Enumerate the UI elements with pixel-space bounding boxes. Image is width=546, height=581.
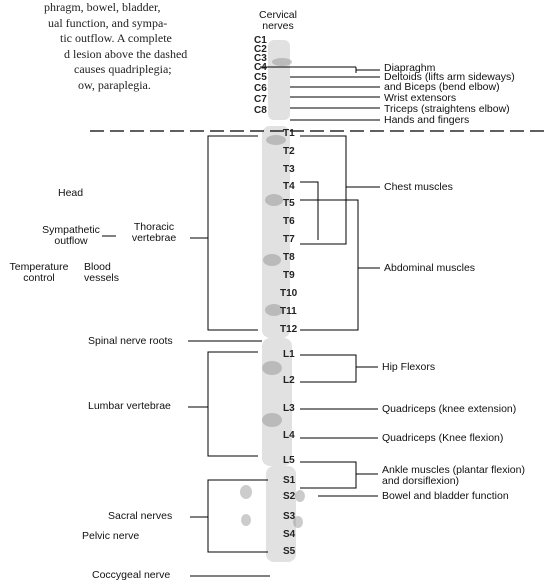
segment-label: S1 xyxy=(283,475,296,486)
temperature-line1: Temperature xyxy=(9,261,69,273)
segment-label: T8 xyxy=(283,252,295,263)
segment-label: L2 xyxy=(283,375,295,386)
segment-label: C8 xyxy=(254,105,267,116)
segment-label: T10 xyxy=(280,288,298,299)
hip-flexors-label: Hip Flexors xyxy=(382,361,436,373)
sacral-nerves-label: Sacral nerves xyxy=(108,510,173,522)
chest-muscles-label: Chest muscles xyxy=(384,181,453,193)
thoracic-vertebrae-label: Thoracic vertebrae xyxy=(118,222,190,244)
cervical-header-line1: Cervical xyxy=(259,9,297,21)
segment-label: T7 xyxy=(283,234,295,245)
head-label: Head xyxy=(58,187,84,199)
quadriceps-flexion-label: Quadriceps (Knee flexion) xyxy=(382,432,504,444)
pelvic-nerve-label: Pelvic nerve xyxy=(82,530,140,542)
segment-label: T11 xyxy=(280,306,297,317)
quadriceps-extension-label: Quadriceps (knee extension) xyxy=(382,403,517,415)
caption-line: ual function, and sympa- xyxy=(48,15,168,30)
sacral-bracket xyxy=(207,479,268,553)
caption-line: d lesion above the dashed xyxy=(64,46,188,61)
segment-label: T6 xyxy=(283,216,295,227)
ankle-line1: Ankle muscles (plantar flexion) xyxy=(382,464,525,476)
lumbar-vertebrae-label: Lumbar vertebrae xyxy=(88,400,171,412)
segment-label: L1 xyxy=(283,349,295,360)
segment-label: C6 xyxy=(254,83,267,94)
segment-label: L4 xyxy=(283,430,295,441)
segment-label: C1 xyxy=(254,35,267,46)
caption-line: ow, paraplegia. xyxy=(78,77,151,92)
wrist-extensors-label: Wrist extensors xyxy=(384,92,457,104)
segment-label: C5 xyxy=(254,72,267,83)
segment-label: T1 xyxy=(283,128,295,139)
biceps-label: and Biceps (bend elbow) xyxy=(384,81,500,93)
segment-label: T4 xyxy=(283,181,295,192)
cervical-header-line2: nerves xyxy=(262,20,294,32)
chest-bracket xyxy=(300,135,347,245)
ankle-line2: and dorsiflexion) xyxy=(382,475,460,487)
blood-vessels-label: Blood vessels xyxy=(84,262,119,284)
temperature-line2: control xyxy=(23,272,55,284)
caption-text: phragm, bowel, bladder, ual function, an… xyxy=(0,0,188,93)
segment-label: S2 xyxy=(283,491,296,502)
segment-label: C4 xyxy=(254,62,267,73)
thoracic-line2: vertebrae xyxy=(131,232,177,244)
blood-line2: vessels xyxy=(84,272,120,284)
segment-label: T5 xyxy=(283,198,295,209)
hip-bracket xyxy=(300,354,357,383)
segment-label: S5 xyxy=(283,546,296,557)
segment-label: S3 xyxy=(283,511,296,522)
thoracic-line1: Thoracic xyxy=(133,221,175,233)
cervical-header: Cervical nerves xyxy=(252,10,304,32)
segment-label: C7 xyxy=(254,94,267,105)
spinal-nerve-roots-label: Spinal nerve roots xyxy=(88,335,173,347)
diaphragm-label: Diapraghm xyxy=(384,62,436,74)
segment-label: T9 xyxy=(283,270,295,281)
triceps-label: Triceps (straightens elbow) xyxy=(384,103,510,115)
sympathetic-outflow-label: Sympathetic outflow xyxy=(40,225,102,247)
thoracic-bracket xyxy=(207,135,258,331)
caption-line: causes quadriplegia; xyxy=(74,62,172,76)
abdominal-muscles-label: Abdominal muscles xyxy=(384,262,476,274)
caption-line: tic outflow. A complete xyxy=(60,31,172,45)
bowel-bladder-label: Bowel and bladder function xyxy=(382,490,509,502)
segment-label: C3 xyxy=(254,53,267,64)
temperature-control-label: Temperature control xyxy=(4,262,74,284)
segment-label: C2 xyxy=(254,44,267,55)
segment-label: S4 xyxy=(283,529,296,540)
blood-line1: Blood xyxy=(84,261,111,273)
segment-label: L3 xyxy=(283,403,295,414)
spinal-column-shading xyxy=(262,40,296,562)
segment-label: T3 xyxy=(283,164,295,175)
ankle-muscles-label: Ankle muscles (plantar flexion) and dors… xyxy=(382,465,525,487)
inner-chest-bracket xyxy=(300,181,319,240)
abdominal-bracket xyxy=(300,199,359,331)
sympathetic-line2: outflow xyxy=(54,235,88,247)
segment-label: T2 xyxy=(283,146,295,157)
caption-line: phragm, bowel, bladder, xyxy=(44,0,161,14)
deltoids-label: Deltoids (lifts arm sideways) xyxy=(384,71,515,83)
segment-label: L5 xyxy=(283,455,295,466)
ankle-bracket xyxy=(300,461,357,489)
sympathetic-line1: Sympathetic xyxy=(42,224,100,236)
hands-fingers-label: Hands and fingers xyxy=(384,114,470,126)
vertebra-texture xyxy=(240,58,305,528)
segment-label: T12 xyxy=(280,324,298,335)
coccygeal-nerve-label: Coccygeal nerve xyxy=(92,569,171,581)
lumbar-bracket xyxy=(207,351,258,457)
